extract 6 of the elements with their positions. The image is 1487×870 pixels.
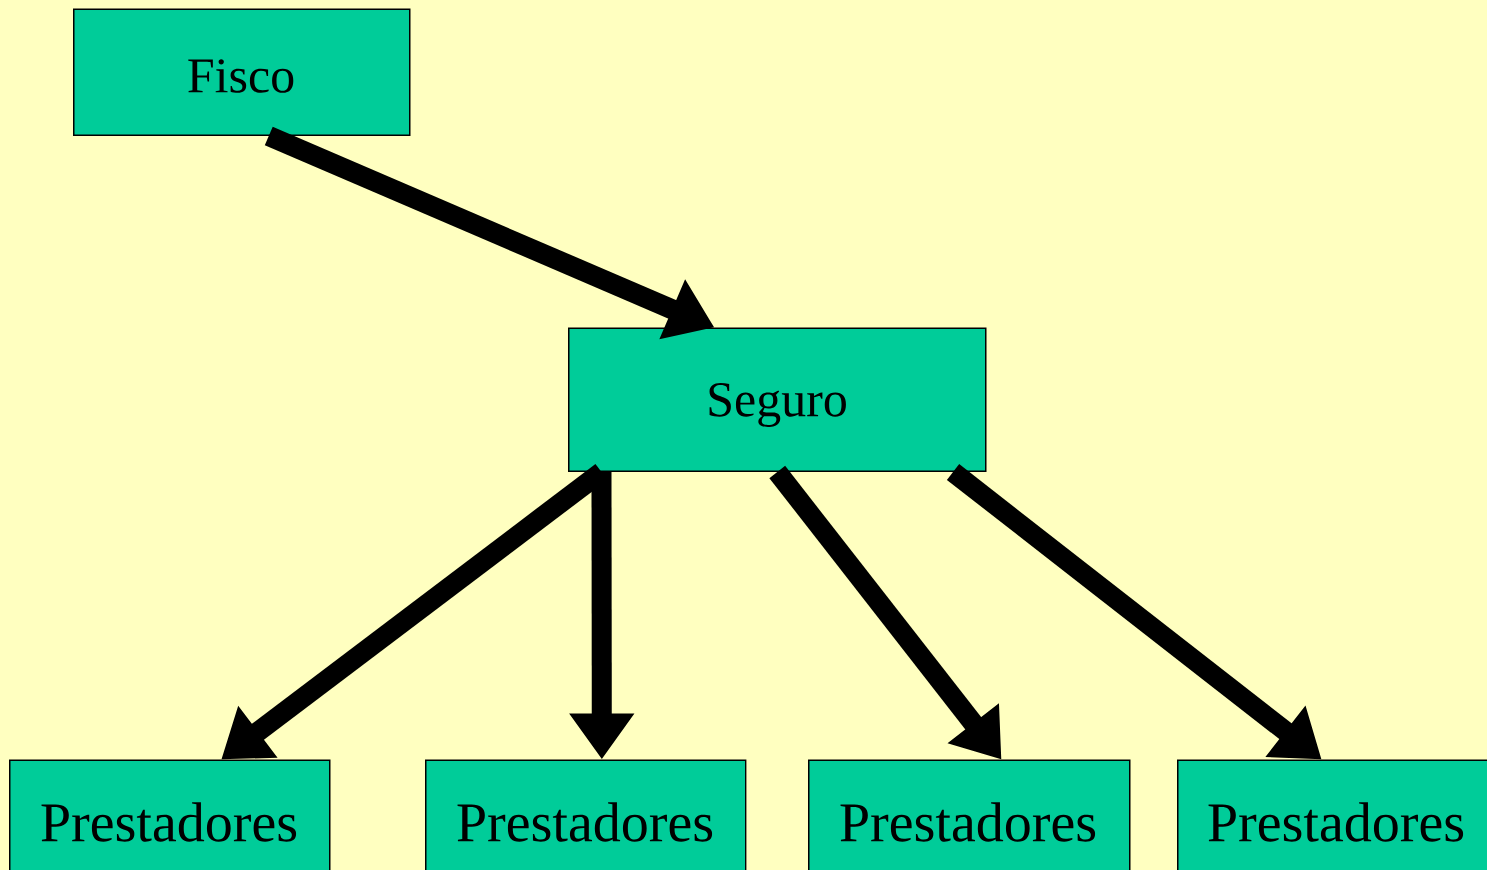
process-box: Fisco bbox=[73, 8, 411, 136]
process-box: Prestadores bbox=[9, 759, 331, 870]
process-box: Prestadores bbox=[1177, 759, 1487, 870]
process-box: Seguro bbox=[568, 327, 987, 472]
process-box: Prestadores bbox=[425, 759, 747, 870]
process-box: Prestadores bbox=[808, 759, 1131, 870]
